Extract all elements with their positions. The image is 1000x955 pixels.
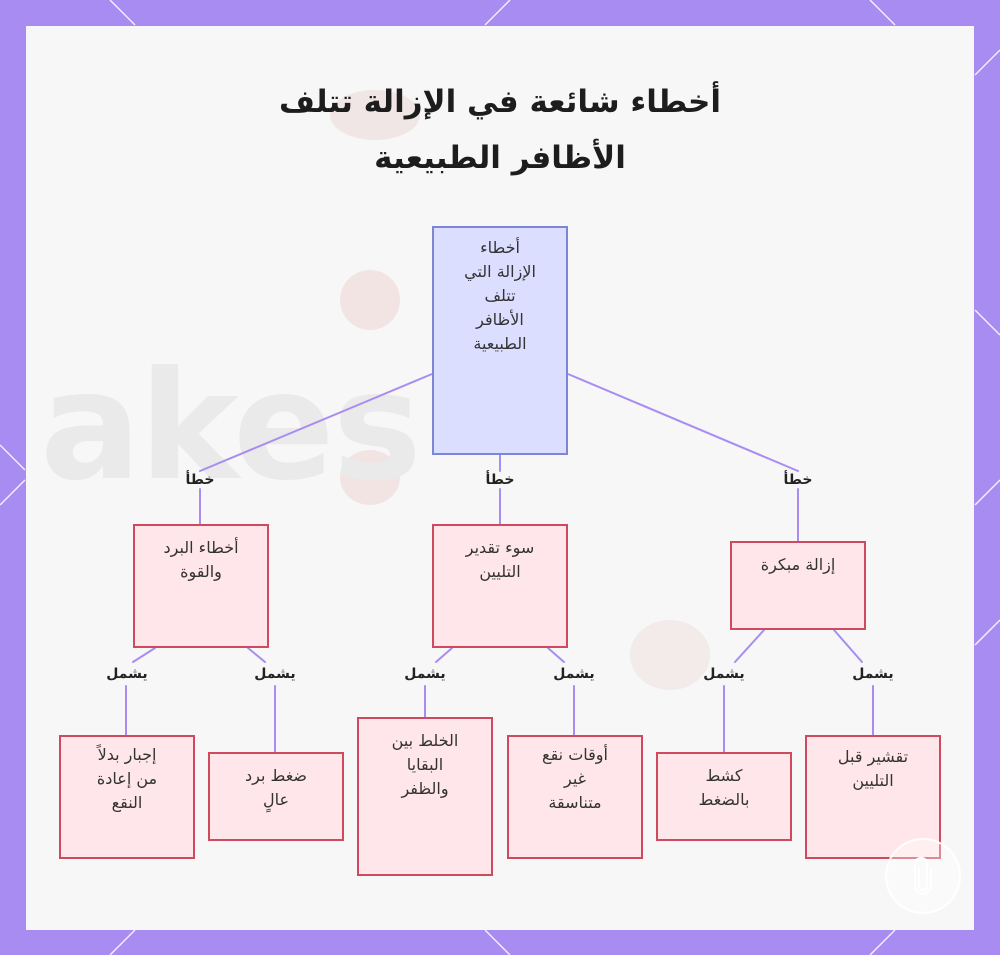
diagram-title: أخطاء شائعة في الإزالة تتلف الأظافر الطب… xyxy=(200,74,800,186)
leaf-node-soak-times: أوقات نقع غير متناسقة xyxy=(507,735,643,859)
edge-cat-leaf xyxy=(247,647,266,663)
edge-label-mistake: خطأ xyxy=(185,472,215,488)
leaf-node-confusing-residue: الخلط بين البقايا والظفر xyxy=(357,717,493,876)
leaf-node-forcing: إجبار بدلاً من إعادة النقع xyxy=(59,735,195,859)
edge-label-mistake: خطأ xyxy=(485,472,515,488)
root-node-text: أخطاء الإزالة التي تتلف الأظافر الطبيعية xyxy=(464,238,536,353)
edge-label-includes: يشمل xyxy=(703,666,745,682)
edge-cat-leaf xyxy=(734,629,765,663)
watermark-blob xyxy=(330,90,420,140)
edge-root-cat-left xyxy=(199,373,433,472)
category-node-filing-force: أخطاء البرد والقوة xyxy=(133,524,269,648)
edge-cat-leaf xyxy=(547,647,565,663)
leaf-node-scraping: كشط بالضغط xyxy=(656,752,792,841)
edge-label-includes: يشمل xyxy=(852,666,894,682)
category-node-softening-misjudgment: سوء تقدير التليين xyxy=(432,524,568,648)
title-line-2: الأظافر الطبيعية xyxy=(374,140,626,176)
paperclip-icon xyxy=(885,838,961,914)
title-line-1: أخطاء شائعة في الإزالة تتلف xyxy=(278,84,722,120)
watermark-blob xyxy=(340,450,400,505)
edge-label-includes: يشمل xyxy=(106,666,148,682)
edge-cat-leaf xyxy=(132,647,156,663)
watermark-text: akes xyxy=(40,340,422,514)
edge-label-includes: يشمل xyxy=(254,666,296,682)
category-node-early-removal: إزالة مبكرة xyxy=(730,541,866,630)
root-node: أخطاء الإزالة التي تتلف الأظافر الطبيعية xyxy=(432,226,568,455)
edge-label-includes: يشمل xyxy=(404,666,446,682)
edge-cat-leaf xyxy=(435,647,453,663)
edge-cat-leaf xyxy=(833,629,863,663)
edge-root-cat-right xyxy=(567,373,799,472)
edge-label-includes: يشمل xyxy=(553,666,595,682)
leaf-node-high-pressure: ضغط برد عالٍ xyxy=(208,752,344,841)
watermark-blob xyxy=(630,620,710,690)
watermark-blob xyxy=(340,270,400,330)
edge-label-mistake: خطأ xyxy=(783,472,813,488)
